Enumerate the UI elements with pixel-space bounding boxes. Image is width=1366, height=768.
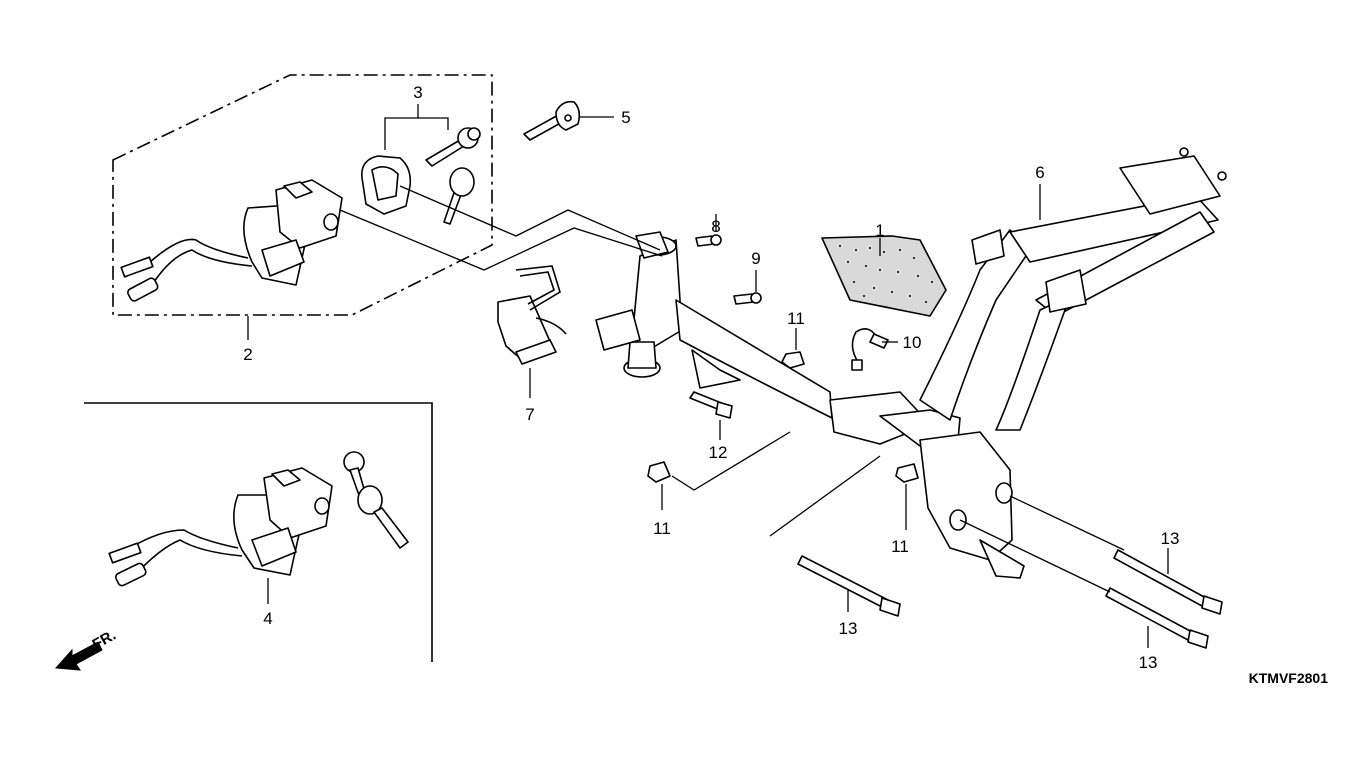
callout-11-a: 11 — [787, 309, 805, 328]
ignition-switch-kit-alt[interactable] — [108, 451, 409, 587]
callout-7: 7 — [525, 405, 534, 424]
nut-11b-to-frame-leader — [671, 431, 791, 491]
callout-4: 4 — [263, 609, 272, 628]
nut-11-a[interactable] — [781, 351, 805, 369]
bolt-13c-to-frame-leader — [959, 519, 1111, 593]
blank-key[interactable] — [523, 100, 581, 141]
bolt-13a-to-frame-leader — [769, 455, 881, 537]
callout-5: 5 — [621, 108, 630, 127]
callout-8: 8 — [711, 217, 720, 236]
frame-body[interactable] — [595, 147, 1227, 579]
long-bolt-13-c[interactable] — [1105, 587, 1209, 649]
nut-11-c[interactable] — [895, 463, 919, 483]
callout-3: 3 — [413, 83, 422, 102]
callout-10: 10 — [903, 333, 922, 352]
nut-11-b[interactable] — [647, 461, 671, 483]
ignition-to-frame-leader — [339, 209, 663, 271]
bolt-12[interactable] — [689, 391, 733, 419]
kit-group-outline — [112, 74, 493, 316]
callout-3-bracket — [384, 104, 449, 150]
callout-1: 1 — [875, 221, 884, 240]
callout-13-a: 13 — [839, 619, 858, 638]
long-bolt-13-b[interactable] — [1113, 549, 1223, 615]
callout-13-b: 13 — [1161, 529, 1180, 548]
callout-11-c: 11 — [891, 537, 909, 556]
insulator-pad[interactable] — [821, 235, 947, 317]
callout-13-c: 13 — [1139, 653, 1158, 672]
bolt-9[interactable] — [733, 292, 762, 305]
front-direction-arrow-icon — [54, 641, 103, 671]
wire-bracket[interactable] — [497, 265, 567, 365]
callout-12: 12 — [709, 443, 728, 462]
wire-clamp[interactable] — [851, 328, 889, 371]
callout-11-b: 11 — [653, 519, 671, 538]
callout-2: 2 — [243, 345, 252, 364]
key-set[interactable] — [361, 127, 481, 225]
key-to-frame-leader — [399, 185, 661, 251]
bolt-13b-to-frame-leader — [1009, 495, 1125, 551]
alt-kit-panel-outline — [84, 402, 433, 662]
bolt-8[interactable] — [695, 234, 722, 247]
callout-6: 6 — [1035, 163, 1044, 182]
ignition-switch[interactable] — [120, 179, 343, 302]
diagram-reference-code: KTMVF2801 — [1249, 670, 1329, 686]
long-bolt-13-a[interactable] — [797, 555, 901, 617]
callout-9: 9 — [751, 249, 760, 268]
